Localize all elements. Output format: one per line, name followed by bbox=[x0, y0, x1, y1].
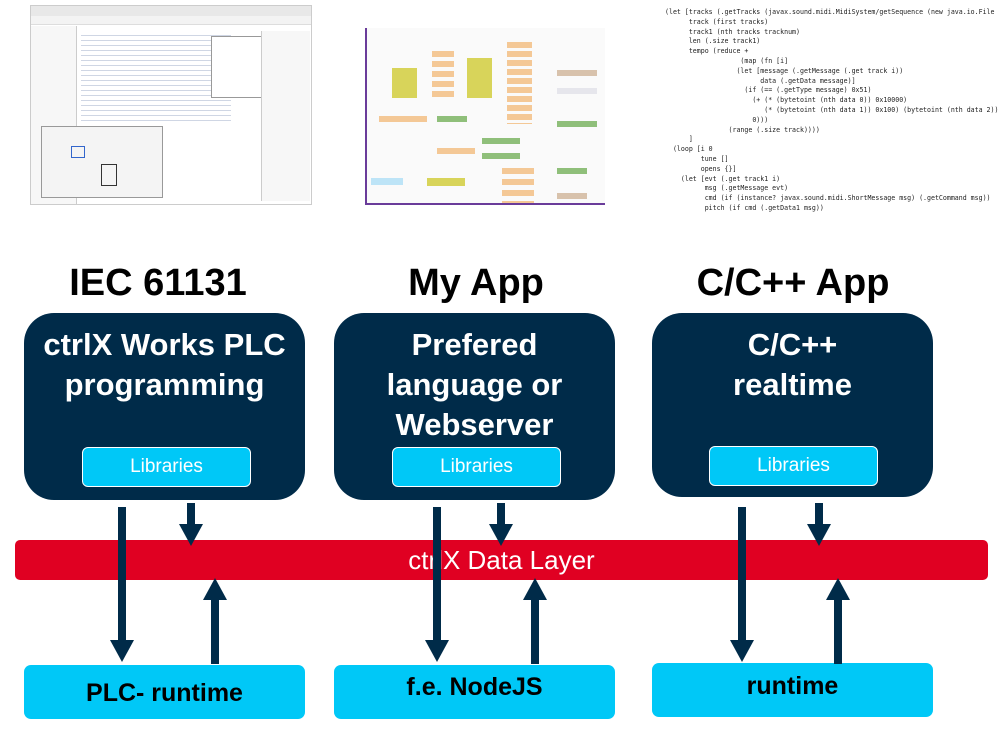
down-arrow-to-data-layer bbox=[179, 503, 203, 546]
code-line: msg (.getMessage evt) bbox=[665, 184, 789, 193]
code-line: opens {}] bbox=[665, 164, 737, 173]
plc-runtime-box: PLC- runtime bbox=[24, 665, 305, 719]
code-line: ] bbox=[665, 135, 693, 144]
code-line: (if (== (.getType message) 0x51) bbox=[665, 86, 872, 95]
libraries-box: Libraries bbox=[392, 447, 561, 487]
down-arrow-to-runtime bbox=[110, 507, 134, 662]
my-app-box: Prefered language or Webserver Libraries bbox=[334, 313, 615, 500]
ctrlx-data-layer-bar: ctrlX Data Layer bbox=[15, 540, 988, 580]
node-red-flow-screenshot bbox=[365, 28, 605, 205]
code-line: (* (bytetoint (nth data 1)) 0x100) (byte… bbox=[665, 105, 999, 114]
nodejs-runtime-box: f.e. NodeJS bbox=[334, 665, 615, 719]
heading-iec-61131: IEC 61131 bbox=[69, 262, 247, 304]
down-arrow-to-runtime bbox=[730, 507, 754, 662]
code-line: pitch (if cmd (.getData1 msg)) bbox=[665, 203, 824, 212]
code-line: (let [message (.getMessage (.get track i… bbox=[665, 66, 904, 75]
cpp-runtime-box: runtime bbox=[652, 663, 933, 717]
box-title: C/C++ realtime bbox=[733, 327, 852, 402]
down-arrow-to-runtime bbox=[425, 507, 449, 662]
cpp-app-box: C/C++ realtime Libraries bbox=[652, 313, 933, 497]
code-line: data (.getData message)] bbox=[665, 76, 856, 85]
code-line: (let [evt (.get track1 i) bbox=[665, 174, 781, 183]
heading-cpp-app: C/C++ App bbox=[696, 262, 890, 304]
plc-programming-box: ctrlX Works PLC programming Libraries bbox=[24, 313, 305, 500]
up-arrow-from-runtime bbox=[826, 578, 850, 664]
code-line: (loop [i 0 bbox=[665, 145, 713, 154]
code-line: track1 (nth tracks tracknum) bbox=[665, 27, 800, 36]
code-line: cmd (if (instance? javax.sound.midi.Shor… bbox=[665, 194, 991, 203]
heading-my-app: My App bbox=[408, 262, 544, 304]
libraries-box: Libraries bbox=[709, 446, 878, 486]
box-title: ctrlX Works PLC programming bbox=[43, 327, 286, 402]
libraries-box: Libraries bbox=[82, 447, 251, 487]
code-line: (map (fn [i] bbox=[665, 56, 789, 65]
down-arrow-to-data-layer bbox=[489, 503, 513, 546]
code-line: tune [] bbox=[665, 154, 729, 163]
up-arrow-from-runtime bbox=[203, 578, 227, 664]
plc-ide-screenshot bbox=[30, 5, 312, 205]
up-arrow-from-runtime bbox=[523, 578, 547, 664]
box-title: Prefered language or Webserver bbox=[386, 327, 563, 442]
code-line: 0))) bbox=[665, 115, 769, 124]
code-line: (range (.size track)))) bbox=[665, 125, 820, 134]
code-line: len (.size track1) bbox=[665, 37, 761, 46]
code-sample: (let [tracks (.getTracks (javax.sound.mi… bbox=[665, 8, 999, 212]
code-line: track (first tracks) bbox=[665, 17, 769, 26]
down-arrow-to-data-layer bbox=[807, 503, 831, 546]
code-line: tempo (reduce + bbox=[665, 47, 749, 56]
code-line: (+ (* (bytetoint (nth data 0)) 0x10000) bbox=[665, 96, 908, 105]
